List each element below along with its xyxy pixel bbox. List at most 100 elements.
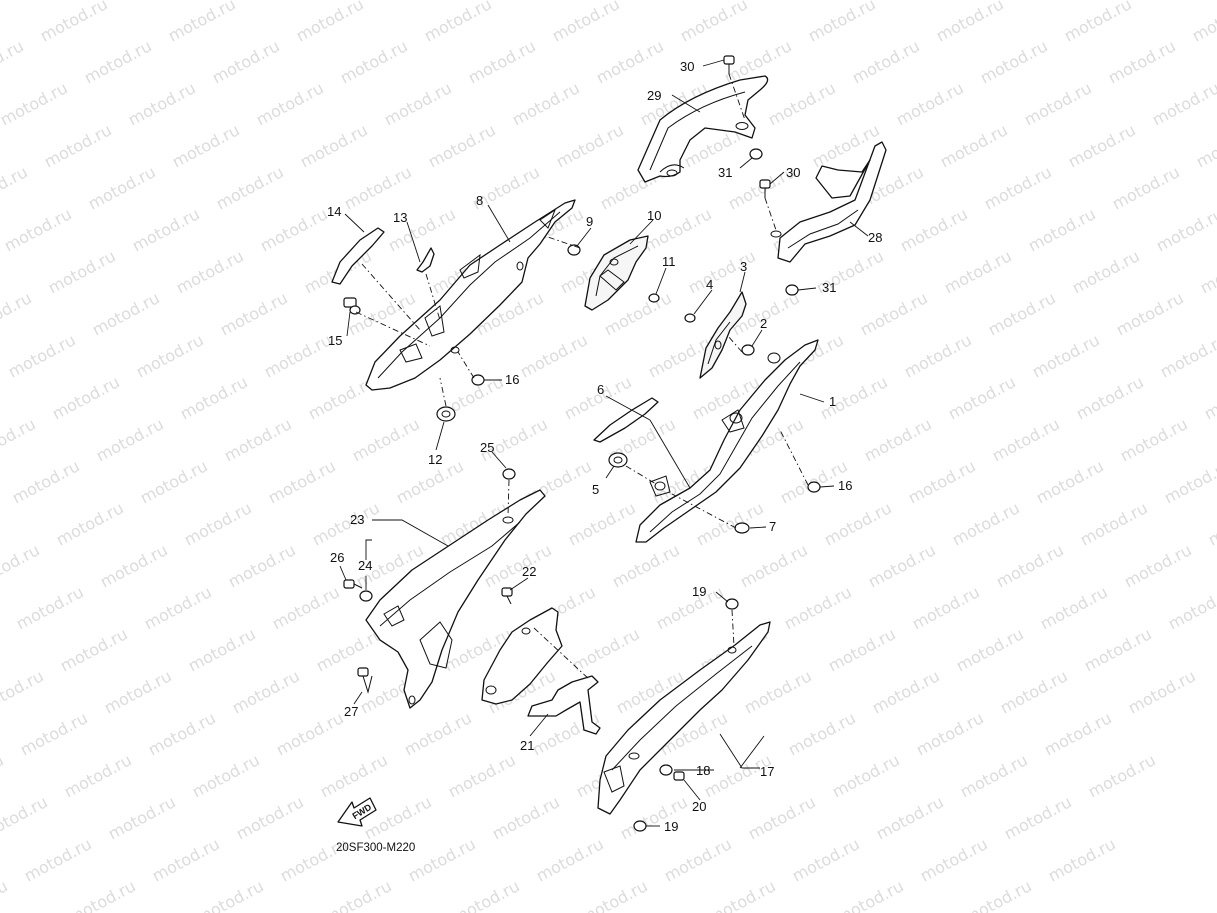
- callout-11: 11: [662, 254, 676, 269]
- watermark-text: motod.ru: [361, 792, 435, 843]
- watermark-text: motod.ru: [909, 582, 983, 633]
- callout-31: 31: [718, 165, 732, 180]
- watermark-text: motod.ru: [1201, 372, 1217, 423]
- watermark-text: motod.ru: [865, 540, 939, 591]
- watermark-text: motod.ru: [569, 624, 643, 675]
- watermark-text: motod.ru: [1149, 78, 1217, 129]
- callout-14: 14: [327, 204, 341, 219]
- watermark-text: motod.ru: [1025, 204, 1099, 255]
- trim-strip-6: [593, 397, 659, 443]
- trim-strip-14: [331, 227, 385, 285]
- watermark-text: motod.ru: [1165, 582, 1217, 633]
- watermark-text: motod.ru: [1001, 792, 1075, 843]
- watermark-text: motod.ru: [1205, 498, 1217, 549]
- watermark-text: motod.ru: [145, 708, 219, 759]
- watermark-text: motod.ru: [0, 624, 3, 675]
- watermark-text: motod.ru: [897, 204, 971, 255]
- callout-20: 20: [692, 799, 706, 814]
- watermark-text: motod.ru: [985, 288, 1059, 339]
- watermark-text: motod.ru: [1197, 246, 1217, 297]
- watermark-text: motod.ru: [1041, 708, 1115, 759]
- watermark-text: motod.ru: [553, 120, 627, 171]
- bracket-10: [584, 235, 649, 311]
- callout-2: 2: [760, 316, 767, 331]
- watermark-text: motod.ru: [913, 708, 987, 759]
- callout-5: 5: [592, 482, 599, 497]
- watermark-text: motod.ru: [873, 792, 947, 843]
- watermark-text: motod.ru: [97, 540, 171, 591]
- watermark-text: motod.ru: [0, 288, 35, 339]
- watermark-text: motod.ru: [121, 0, 195, 4]
- watermark-text: motod.ru: [229, 666, 303, 717]
- watermark-text: motod.ru: [449, 876, 523, 913]
- watermark-text: motod.ru: [269, 582, 343, 633]
- callout-13: 13: [393, 210, 407, 225]
- watermark-text: motod.ru: [1105, 36, 1179, 87]
- watermark-text: motod.ru: [381, 78, 455, 129]
- watermark-text: motod.ru: [661, 834, 735, 885]
- watermark-text: motod.ru: [941, 246, 1015, 297]
- watermark-text: motod.ru: [0, 750, 7, 801]
- watermark-text: motod.ru: [53, 498, 127, 549]
- watermark-text: motod.ru: [0, 876, 11, 913]
- watermark-text: motod.ru: [633, 0, 707, 4]
- watermark-text: motod.ru: [765, 78, 839, 129]
- watermark-text: motod.ru: [257, 204, 331, 255]
- watermark-text: motod.ru: [977, 36, 1051, 87]
- watermark-text: motod.ru: [693, 498, 767, 549]
- callout-19: 19: [664, 819, 678, 834]
- watermark-text: motod.ru: [65, 876, 139, 913]
- watermark-text: motod.ru: [653, 582, 727, 633]
- watermark-text: motod.ru: [105, 792, 179, 843]
- watermark-text: motod.ru: [21, 834, 95, 885]
- watermark-text: motod.ru: [93, 414, 167, 465]
- watermark-text: motod.ru: [1085, 750, 1159, 801]
- fasteners: [343, 55, 821, 832]
- watermark-text: motod.ru: [861, 414, 935, 465]
- watermark-text: motod.ru: [0, 414, 39, 465]
- watermark-text: motod.ru: [1061, 0, 1135, 46]
- leader-lines: [339, 59, 869, 827]
- callout-labels: 30 29 31 30 28 31 14 13 8 9 10 11 3 4 2 …: [327, 59, 882, 834]
- watermark-text: motod.ru: [1077, 498, 1151, 549]
- watermark-text: motod.ru: [137, 456, 211, 507]
- watermark-text: motod.ru: [949, 498, 1023, 549]
- watermark-text: motod.ru: [1153, 204, 1217, 255]
- watermark-text: motod.ru: [785, 708, 859, 759]
- watermark-text: motod.ru: [1069, 246, 1143, 297]
- callout-25: 25: [480, 440, 494, 455]
- watermark-text: motod.ru: [957, 750, 1031, 801]
- watermark-text: motod.ru: [1189, 0, 1217, 46]
- watermark-text: motod.ru: [821, 498, 895, 549]
- watermark-text: motod.ru: [1121, 540, 1195, 591]
- watermark-text: motod.ru: [685, 246, 759, 297]
- watermark-text: motod.ru: [0, 36, 27, 87]
- watermark-text: motod.ru: [905, 456, 979, 507]
- watermark-text: motod.ru: [677, 0, 751, 46]
- watermark-text: motod.ru: [273, 708, 347, 759]
- tail-cover-1: [635, 339, 819, 543]
- bracket-21b: [527, 675, 601, 735]
- watermark-text: motod.ru: [745, 792, 819, 843]
- watermark-text: motod.ru: [209, 36, 283, 87]
- watermark-text: motod.ru: [805, 0, 879, 46]
- watermark-text: motod.ru: [1125, 666, 1199, 717]
- watermark-text: motod.ru: [169, 120, 243, 171]
- watermark-text: motod.ru: [901, 330, 975, 381]
- watermark-text: motod.ru: [741, 666, 815, 717]
- callout-1: 1: [829, 394, 836, 409]
- watermark-text: motod.ru: [37, 0, 111, 46]
- watermark-text: motod.ru: [425, 120, 499, 171]
- alignment-lines: [355, 73, 809, 681]
- watermark-text: motod.ru: [509, 78, 583, 129]
- watermark-text: motod.ru: [125, 78, 199, 129]
- watermark-text: motod.ru: [217, 288, 291, 339]
- callout-26: 26: [330, 550, 344, 565]
- watermark-text: motod.ru: [593, 36, 667, 87]
- watermark-text: motod.ru: [737, 540, 811, 591]
- watermark-text: motod.ru: [9, 456, 83, 507]
- watermark-text: motod.ru: [185, 624, 259, 675]
- watermark-text: motod.ru: [1109, 162, 1183, 213]
- tail-cover-8: [365, 199, 576, 391]
- watermark-text: motod.ru: [533, 834, 607, 885]
